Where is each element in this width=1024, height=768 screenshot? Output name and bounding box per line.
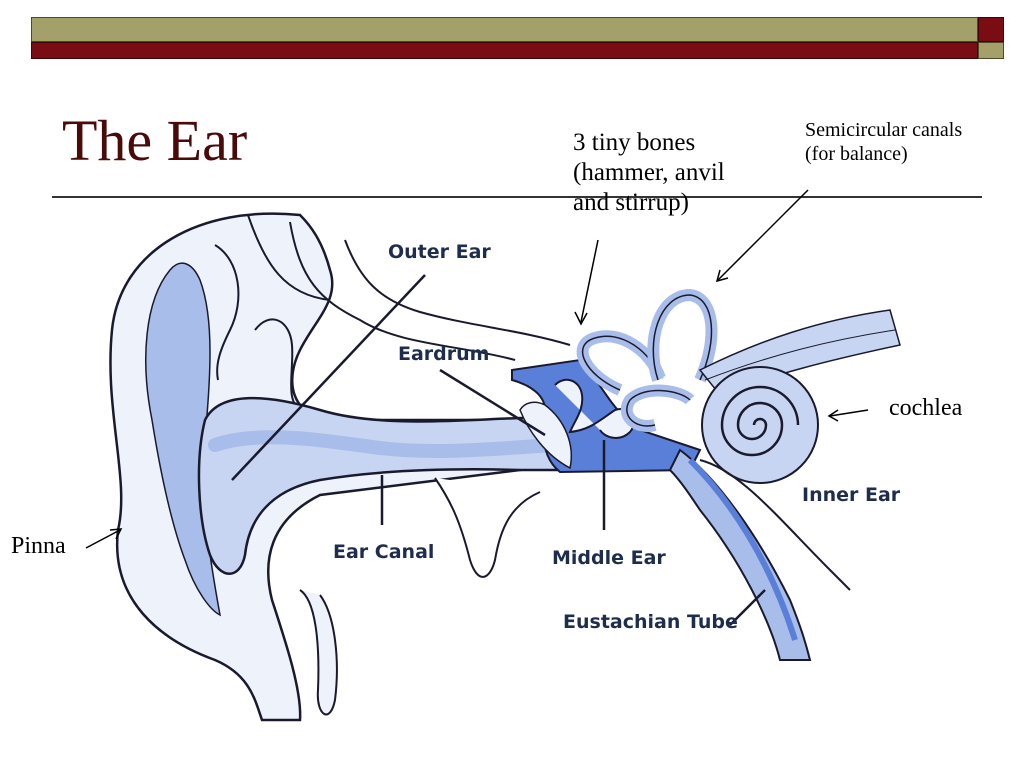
label-outer-ear: Outer Ear xyxy=(388,241,491,263)
header-square-olive xyxy=(978,42,1004,59)
eardrum-shape xyxy=(519,401,572,470)
label-eustachian-tube: Eustachian Tube xyxy=(563,611,738,633)
canals-arrow xyxy=(717,189,809,281)
title-rule xyxy=(52,196,982,198)
callout-tiny-bones: 3 tiny bones (hammer, anvil and stirrup) xyxy=(573,129,725,216)
pinna-arrow xyxy=(85,529,121,549)
header-square-maroon xyxy=(978,17,1004,42)
bones-arrow xyxy=(580,239,599,323)
eustachian-tube-shape xyxy=(668,448,812,661)
pinna-inner-fold xyxy=(145,262,222,617)
slide-title: The Ear xyxy=(62,108,248,173)
cochlea-shape xyxy=(701,366,819,484)
label-inner-ear: Inner Ear xyxy=(802,484,901,506)
label-eardrum: Eardrum xyxy=(398,343,489,365)
callout-pinna: Pinna xyxy=(11,533,66,559)
cochlea-arrow xyxy=(829,409,869,417)
header-bar-olive xyxy=(31,17,978,42)
ossicles-shape xyxy=(554,378,635,439)
callout-cochlea: cochlea xyxy=(889,395,963,421)
header-bar-maroon xyxy=(31,42,978,59)
callout-semicircular-canals: Semicircular canals (for balance) xyxy=(805,119,963,165)
label-ear-canal: Ear Canal xyxy=(333,541,434,563)
label-middle-ear: Middle Ear xyxy=(552,547,666,569)
